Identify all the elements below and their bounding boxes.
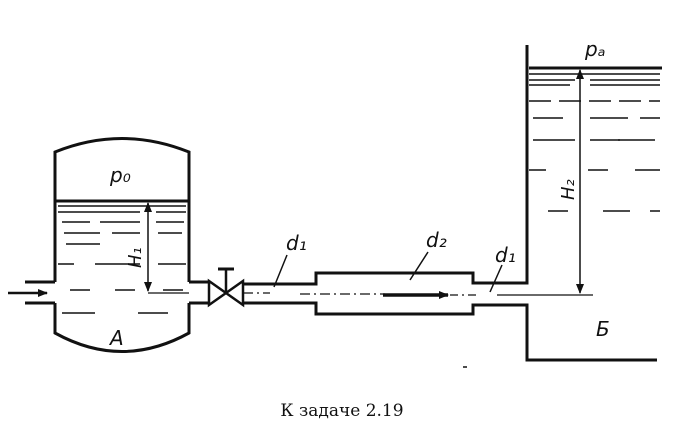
label-h1: H₁: [125, 247, 146, 268]
label-d1-left: d₁: [286, 231, 307, 255]
inlet-pipe: [25, 280, 55, 305]
tank-b-liquid-lines: [529, 66, 662, 212]
caption: К задаче 2.19: [280, 401, 403, 421]
tank-a: [53, 137, 191, 353]
outlet-pipe: [189, 280, 208, 305]
tank-a-liquid-lines: [58, 205, 186, 314]
valve-icon: [207, 267, 245, 308]
pipeline: [243, 45, 657, 362]
label-leaders: [273, 251, 503, 293]
label-tank-b: Б: [596, 317, 610, 341]
label-p0: p₀: [109, 163, 131, 187]
label-d2: d₂: [426, 228, 447, 252]
label-tank-a: A: [108, 326, 124, 350]
label-h2: H₂: [558, 179, 579, 200]
centerline: [148, 292, 593, 296]
label-d1-right: d₁: [495, 243, 516, 267]
label-pa: pₐ: [584, 37, 606, 61]
